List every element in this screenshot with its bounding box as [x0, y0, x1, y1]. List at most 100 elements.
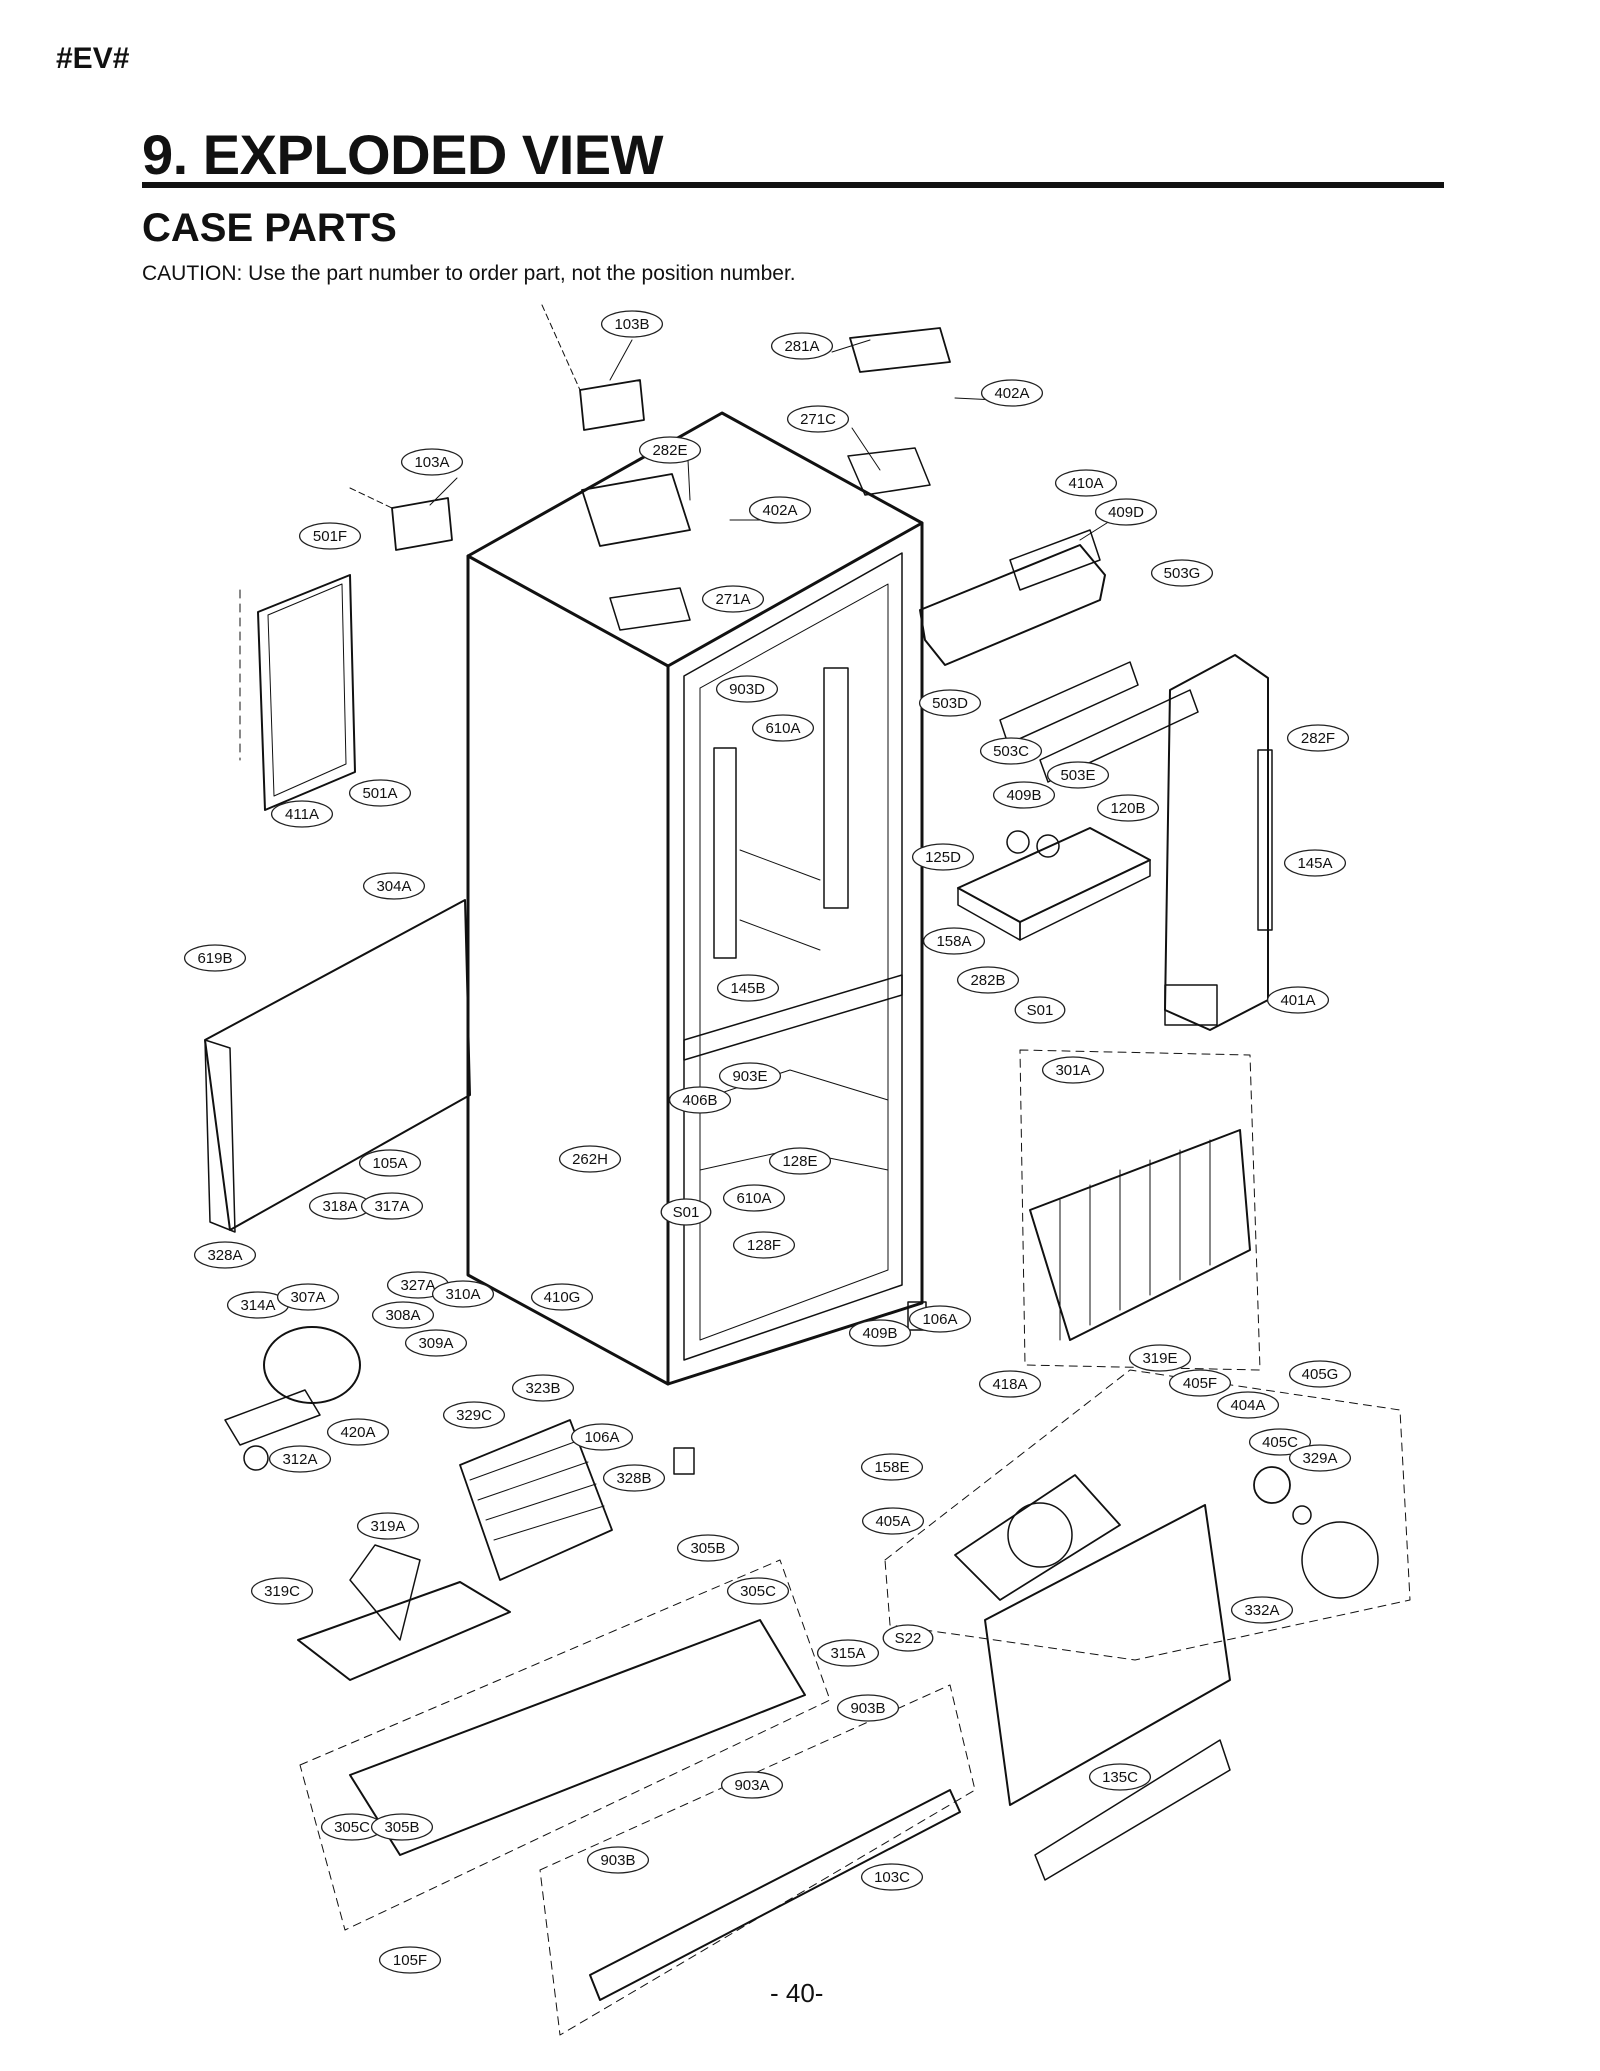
part-label: 128E — [768, 1147, 832, 1175]
part-label: 262H — [558, 1145, 622, 1173]
part-label-text: 503C — [993, 743, 1029, 760]
part-label: 135C — [1088, 1763, 1152, 1791]
part-label: 420A — [326, 1418, 390, 1446]
section-subtitle: CASE PARTS — [142, 206, 397, 250]
lower-front-cover — [539, 1684, 976, 2036]
part-label-text: 619B — [197, 950, 232, 967]
evaporator — [1019, 1049, 1261, 1371]
part-label: 328B — [602, 1464, 666, 1492]
part-label: 409B — [848, 1319, 912, 1347]
part-label-text: 401A — [1280, 992, 1315, 1009]
part-label: 128F — [732, 1231, 796, 1259]
part-label-text: 319A — [370, 1518, 405, 1535]
part-label-text: 903A — [734, 1777, 769, 1794]
part-label-text: 103A — [414, 454, 449, 471]
cabinet-shell — [466, 411, 924, 1386]
part-label-text: 503E — [1060, 767, 1095, 784]
part-label-text: 903B — [600, 1852, 635, 1869]
part-label: 405G — [1288, 1360, 1352, 1388]
evaporator-cover — [984, 1504, 1231, 1881]
part-label: 619B — [183, 944, 247, 972]
part-label: 406B — [668, 1086, 732, 1114]
part-label-text: 404A — [1230, 1397, 1265, 1414]
part-label: 158E — [860, 1453, 924, 1481]
part-label: 282F — [1286, 724, 1350, 752]
part-label-text: 281A — [784, 338, 819, 355]
part-label: 405A — [861, 1507, 925, 1535]
part-label-text: 411A — [285, 806, 319, 823]
part-label: 501F — [298, 522, 362, 550]
part-label: 332A — [1230, 1596, 1294, 1624]
part-label-text: 314A — [240, 1297, 275, 1314]
part-label: 304A — [362, 872, 426, 900]
part-label-text: 128F — [747, 1237, 781, 1254]
part-label-text: 309A — [418, 1335, 453, 1352]
part-label-text: 282F — [1301, 730, 1335, 747]
part-label: 503G — [1150, 559, 1214, 587]
part-label: 318A — [308, 1192, 372, 1220]
part-label: 319C — [250, 1577, 314, 1605]
part-label-text: 105F — [393, 1952, 427, 1969]
title-rule — [142, 182, 1444, 188]
part-label-text: 420A — [340, 1424, 375, 1441]
lamp-cover — [957, 827, 1151, 941]
part-label: 103B — [600, 310, 664, 338]
part-label-text: 312A — [282, 1451, 317, 1468]
part-label-text: 105A — [372, 1155, 407, 1172]
part-label-text: 329C — [456, 1407, 492, 1424]
part-label: 903E — [718, 1062, 782, 1090]
part-label-text: 903E — [732, 1068, 767, 1085]
air-duct — [1164, 654, 1273, 1031]
part-label-text: 327A — [400, 1277, 435, 1294]
part-label-text: 120B — [1110, 800, 1145, 817]
part-label: 410A — [1054, 469, 1118, 497]
part-label-text: 125D — [925, 849, 961, 866]
part-label-text: 903D — [729, 681, 765, 698]
part-label-text: 409D — [1108, 504, 1144, 521]
compressor — [224, 1326, 361, 1471]
part-label: 120B — [1096, 794, 1160, 822]
part-label: 418A — [978, 1370, 1042, 1398]
part-label: 501A — [348, 779, 412, 807]
page-number: - 40- — [770, 1978, 824, 2008]
part-label: 305C — [320, 1813, 384, 1841]
part-label-text: 402A — [994, 385, 1029, 402]
part-label: 282E — [638, 436, 702, 464]
document-tag: #EV# — [56, 42, 130, 75]
part-label: 409B — [992, 781, 1056, 809]
part-label-text: 501F — [313, 528, 347, 545]
part-label: 308A — [371, 1301, 435, 1329]
part-label: 271C — [786, 405, 850, 433]
part-label-text: 301A — [1055, 1062, 1090, 1079]
part-label: 305B — [370, 1813, 434, 1841]
part-label: 903A — [720, 1771, 784, 1799]
part-label-text: S22 — [895, 1630, 922, 1647]
part-label-text: 262H — [572, 1151, 608, 1168]
part-label: 105A — [358, 1149, 422, 1177]
part-label-text: 304A — [376, 878, 411, 895]
part-label-text: 128E — [782, 1153, 817, 1170]
part-label: 309A — [404, 1329, 468, 1357]
part-label-text: 318A — [322, 1198, 357, 1215]
part-label-text: 271A — [715, 591, 750, 608]
part-label: 103A — [400, 448, 464, 476]
condenser — [459, 1419, 613, 1581]
part-label-group: 103B281A402A271C103A282E402A410A409D501F… — [183, 310, 1352, 1974]
part-label: 310A — [431, 1280, 495, 1308]
part-label-text: 282B — [970, 972, 1005, 989]
part-label-text: 103B — [614, 316, 649, 333]
part-label-text: 405G — [1302, 1366, 1339, 1383]
part-label: 307A — [276, 1283, 340, 1311]
part-label-text: S01 — [673, 1204, 700, 1221]
top-hinge-assembly — [349, 304, 951, 631]
part-label: 281A — [770, 332, 834, 360]
part-label: 409D — [1094, 498, 1158, 526]
part-label: 319A — [356, 1512, 420, 1540]
part-label: S01 — [660, 1198, 712, 1226]
part-label-text: 106A — [922, 1311, 957, 1328]
part-label-text: 610A — [765, 720, 800, 737]
part-label: S01 — [1014, 996, 1066, 1024]
part-label-text: 106A — [584, 1429, 619, 1446]
part-label: 323B — [511, 1374, 575, 1402]
